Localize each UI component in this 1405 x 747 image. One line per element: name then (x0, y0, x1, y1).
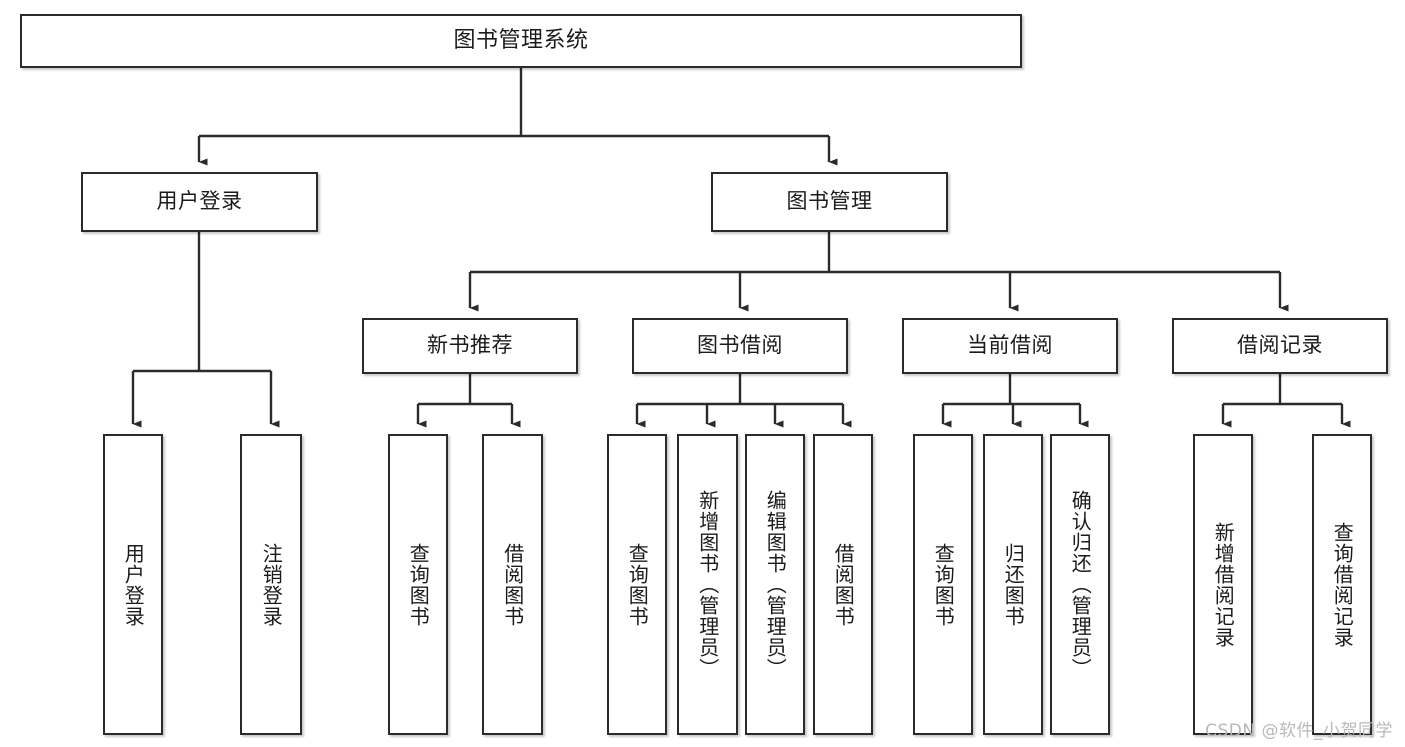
node-root[interactable]: 图书管理系统 (20, 14, 1022, 68)
node-label: 借阅图书 (831, 542, 856, 627)
node-leaf-query-book-cur[interactable]: 查询图书 (913, 434, 973, 735)
node-leaf-confirm-return-admin[interactable]: 确认归还（管理员） (1050, 434, 1110, 735)
node-label: 查询借阅记录 (1330, 521, 1355, 648)
node-current-borrow[interactable]: 当前借阅 (902, 318, 1118, 374)
node-leaf-return-book[interactable]: 归还图书 (983, 434, 1043, 735)
node-leaf-borrow-book[interactable]: 借阅图书 (813, 434, 873, 735)
node-leaf-add-book-admin[interactable]: 新增图书（管理员） (677, 434, 738, 735)
node-leaf-query-borrow-record[interactable]: 查询借阅记录 (1312, 434, 1372, 735)
node-label: 借阅记录 (1237, 333, 1323, 358)
node-label: 借阅图书 (500, 542, 525, 627)
node-label: 用户登录 (121, 542, 146, 627)
node-leaf-query-book-borrow[interactable]: 查询图书 (607, 434, 667, 735)
node-label: 用户登录 (156, 189, 243, 214)
node-leaf-user-logout[interactable]: 注销登录 (240, 434, 302, 735)
node-new-book-recommend[interactable]: 新书推荐 (362, 318, 578, 374)
node-label: 编辑图书（管理员） (763, 490, 788, 679)
node-label: 查询图书 (625, 542, 650, 627)
node-label: 新增借阅记录 (1211, 521, 1236, 648)
node-label: 图书管理 (786, 189, 873, 214)
node-leaf-user-login[interactable]: 用户登录 (103, 434, 163, 735)
node-book-borrow[interactable]: 图书借阅 (632, 318, 848, 374)
node-book-manage[interactable]: 图书管理 (711, 172, 948, 232)
node-leaf-borrow-book-rec[interactable]: 借阅图书 (482, 434, 543, 735)
node-label: 当前借阅 (967, 333, 1053, 358)
node-label: 新书推荐 (427, 333, 513, 358)
node-label: 注销登录 (259, 542, 284, 627)
node-leaf-edit-book-admin[interactable]: 编辑图书（管理员） (745, 434, 805, 735)
node-leaf-query-book-rec[interactable]: 查询图书 (388, 434, 448, 735)
node-borrow-record[interactable]: 借阅记录 (1172, 318, 1388, 374)
node-label: 归还图书 (1001, 542, 1026, 627)
node-user-login[interactable]: 用户登录 (81, 172, 318, 232)
node-label: 查询图书 (931, 542, 956, 627)
node-label: 图书借阅 (697, 333, 783, 358)
node-leaf-add-borrow-record[interactable]: 新增借阅记录 (1193, 434, 1253, 735)
node-label: 确认归还（管理员） (1068, 490, 1093, 679)
node-label: 新增图书（管理员） (695, 490, 720, 679)
node-label: 查询图书 (406, 542, 431, 627)
node-label: 图书管理系统 (453, 27, 589, 53)
